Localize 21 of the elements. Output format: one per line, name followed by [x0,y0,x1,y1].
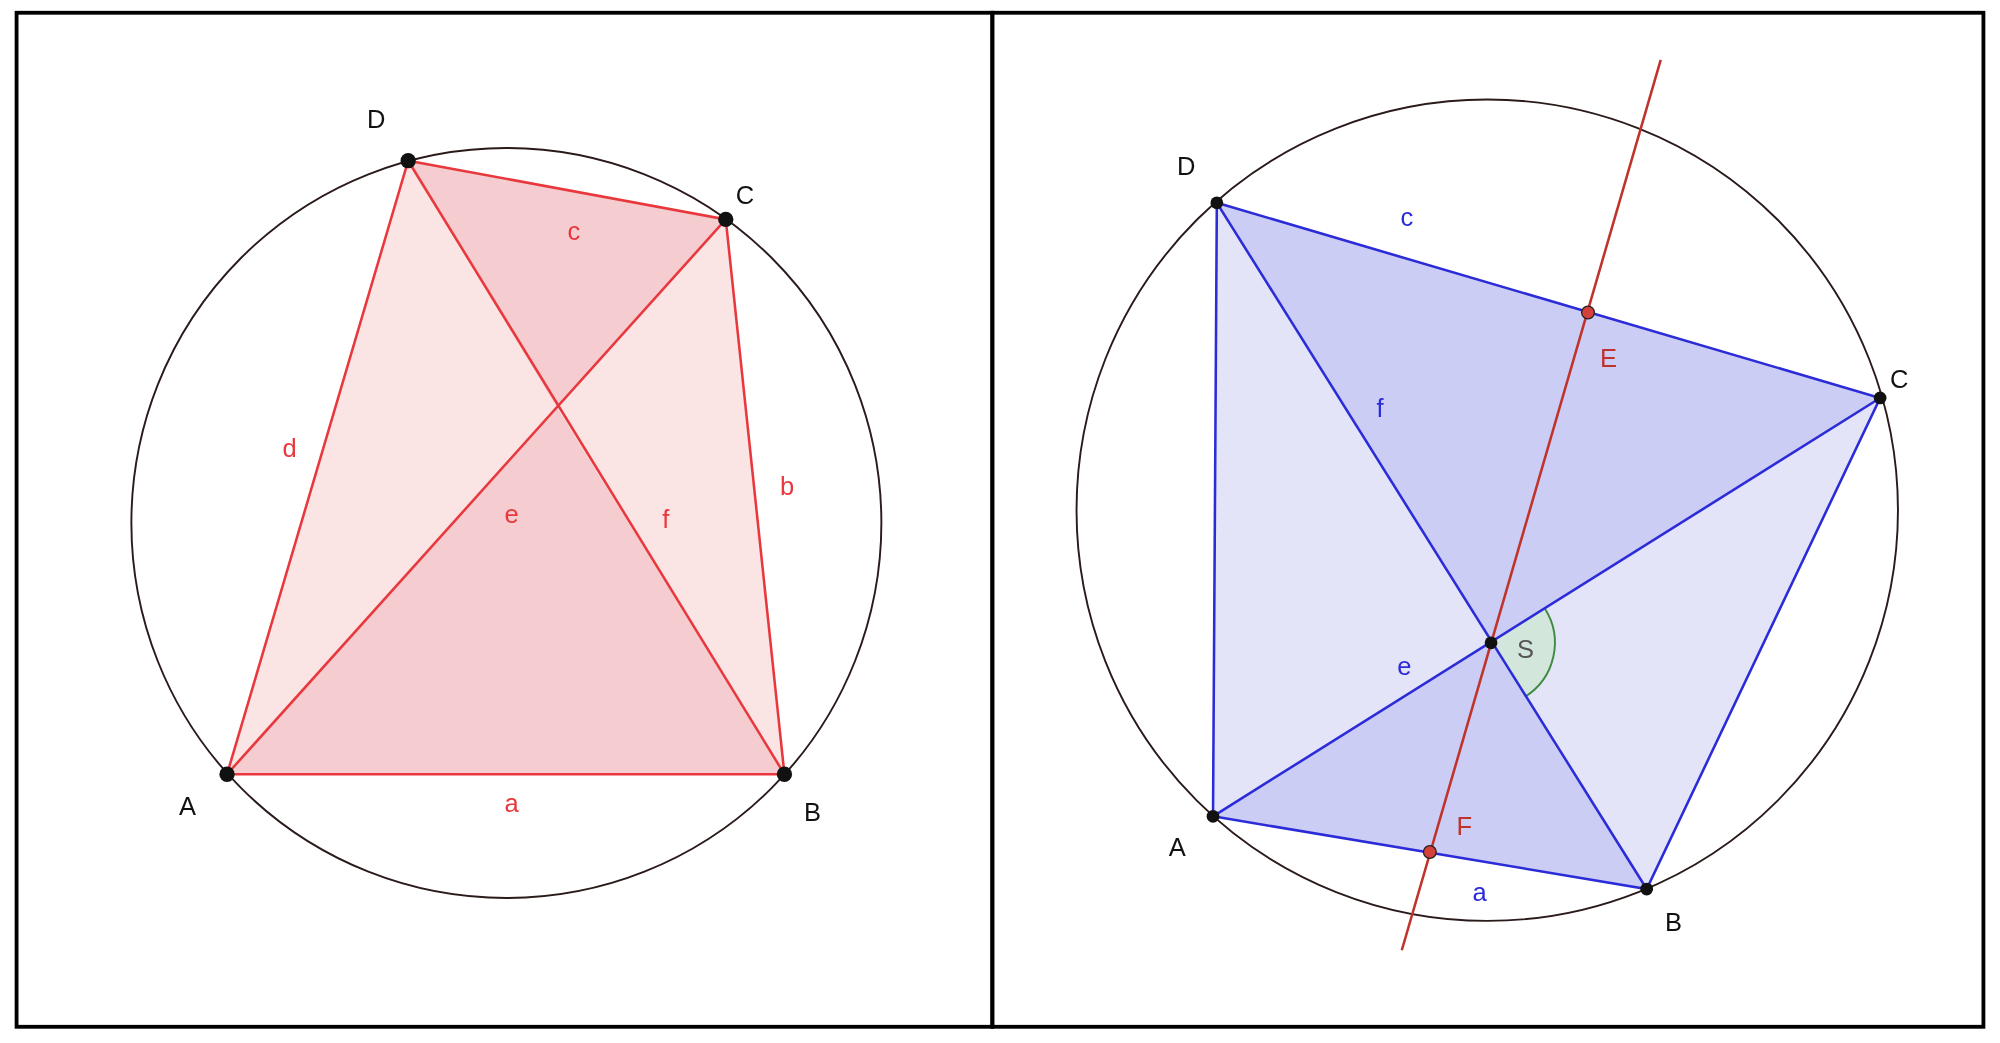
side-label: f [662,506,670,532]
point-label: D [367,105,386,132]
side-label: b [779,473,795,499]
point-label: E [1599,345,1617,372]
point-label: A [179,793,196,819]
side-label: d [282,434,297,461]
side-label: e [1397,653,1412,679]
side-label: c [1400,204,1414,230]
point-label: B [804,799,821,826]
point-label: C [735,182,755,208]
side-label: a [504,790,519,817]
angle-label: S [1517,636,1534,662]
point-label: D [1177,153,1196,179]
side-label: c [567,218,581,244]
point-label: A [1168,834,1186,860]
point-label: F [1456,813,1473,840]
side-label: f [1376,395,1384,421]
side-label: e [504,501,519,527]
side-label: a [1472,878,1487,905]
point-label: B [1664,909,1682,935]
point-label: C [1890,366,1909,392]
